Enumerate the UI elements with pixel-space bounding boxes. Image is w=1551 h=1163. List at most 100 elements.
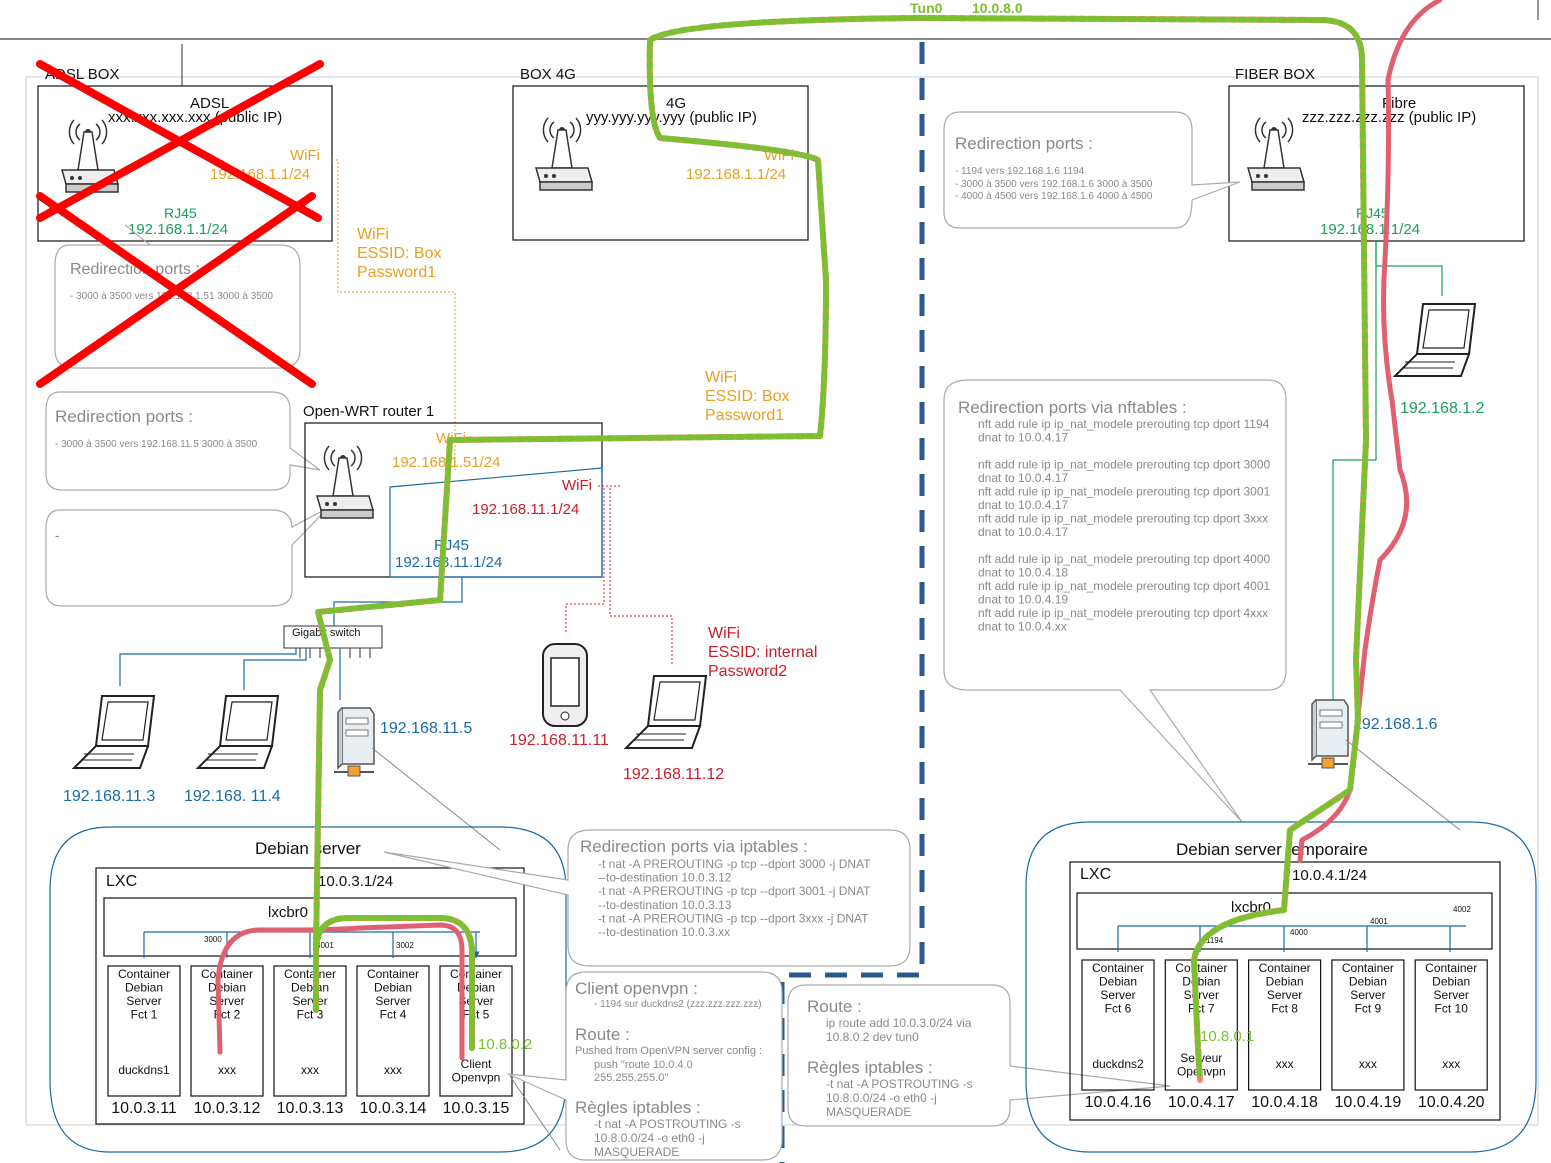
phone-ip: 192.168.11.11 [509,732,609,749]
container-service: xxx [384,1063,402,1077]
container-ip: 10.0.3.14 [360,1100,427,1117]
laptop-icon [1394,303,1476,377]
nftables-rule-line: nft add rule ip ip_nat_modele prerouting… [978,458,1271,472]
server-icon [333,707,375,777]
iptables-rule-line: -t nat -A PREROUTING -p tcp --dport 3xxx… [598,911,869,925]
router-wifi-ap-label: WiFi [562,477,592,494]
container-label: Server [1434,988,1469,1002]
container-label: Container [1425,961,1477,975]
internal-wifi-line3: Password2 [708,663,787,680]
container-label: Container [284,967,336,981]
container-service: xxx [301,1063,319,1077]
laptop-icon [197,695,279,769]
adsl-rj45-label: RJ45 [164,205,197,221]
nftables-rule-line: nft add rule ip ip_nat_modele prerouting… [978,512,1268,526]
container-service: Openvpn [452,1071,501,1085]
laptop-wifi-ip: 192.168.11.12 [623,766,724,783]
router-bubble-text: - 3000 à 3500 vers 192.168.11.5 3000 à 3… [55,439,258,450]
client-bubble-line3: push "route 10.0.4.0 [594,1059,693,1071]
container-label: Fct 3 [297,1008,324,1022]
nftables-rule-line: nft add rule ip ip_nat_modele prerouting… [978,579,1271,593]
nftables-rule-line: nft add rule ip ip_nat_modele prerouting… [978,552,1271,566]
iptables-rule-line: --to-destination 10.0.3.13 [598,898,732,912]
container-label: Debian [291,981,329,995]
container-label: Container [1342,961,1394,975]
box-4g: BOX 4G 4G yyy.yyy.yyy.yyy (public IP) Wi… [512,66,809,241]
iptables-rule-line: -t nat -A PREROUTING -p tcp --dport 3000… [598,857,871,871]
iptables-rule-line: --to-destination 10.0.3.xx [598,925,730,939]
wifi-4g-line1: WiFi [705,369,737,386]
router-rj45-label: RJ45 [434,537,469,554]
container-label: Container [1092,961,1144,975]
openwrt-router: Redirection ports : - 3000 à 3500 vers 1… [45,391,603,607]
server-bubble-line3: -t nat -A POSTROUTING -s [826,1077,973,1091]
container-ip: 10.0.3.13 [277,1100,344,1117]
server-bubble-title2: Règles iptables : [807,1058,933,1077]
container-label: Debian [1182,975,1220,989]
client-bubble-line2: Pushed from OpenVPN server config : [575,1045,762,1057]
left-bridge-label: lxcbr0 [268,904,308,921]
client-bubble-line1: - 1194 sur duckdns2 (zzz.zzz.zzz.zzz) [594,999,762,1010]
fiber-bubble-line1: - 1194 vers 192.168.1.6 1194 [955,166,1085,177]
container-label: Server [375,994,410,1008]
nftables-rule-line: dnat to 10.0.4.17 [978,431,1068,445]
container-label: Container [450,967,502,981]
container-label: Container [1259,961,1311,975]
container-label: Debian [1099,975,1137,989]
router-wifi-ap-ip: 192.168.11.1/24 [472,501,579,518]
wifi-adsl-line2: ESSID: Box [357,245,441,262]
container-label: Debian [1432,975,1470,989]
container-ip: 10.0.4.20 [1418,1094,1485,1111]
container-label: Server [1267,988,1302,1002]
container-label: Debian [1266,975,1304,989]
container-service: xxx [218,1063,236,1077]
iptables-title: Redirection ports via iptables : [580,837,808,856]
fiber-bubble-title: Redirection ports : [955,134,1093,153]
server-icon [1307,699,1349,769]
container-label: Container [201,967,253,981]
client-bubble-title2: Route : [575,1025,630,1044]
container-label: Debian [208,981,246,995]
openvpn-tunnel [313,15,1369,1083]
container-label: Fct 10 [1435,1002,1469,1016]
right-port-1194: 1194 [1206,936,1224,945]
client-bubble-line4: 255.255.255.0" [594,1072,668,1084]
internal-wifi-line2: ESSID: internal [708,644,817,661]
fiber-bubble-line2: - 3000 à 3500 vers 192.168.1.6 3000 à 35… [955,179,1153,190]
container-label: Server [458,994,493,1008]
client-bubble-title3: Règles iptables : [575,1098,701,1117]
container-ip: 10.0.4.16 [1085,1094,1152,1111]
adsl-rj45-ip: 192.168.1.1/24 [128,221,228,238]
server-bubble-line4: 10.8.0.0/24 -o eth0 -j [826,1091,937,1105]
right-debian-server: Debian server temporaire LXC 10.0.4.1/24… [1025,821,1537,1153]
client-bubble-line6: 10.8.0.0/24 -o eth0 -j [594,1131,705,1145]
right-lxc-label: LXC [1080,866,1111,883]
router-bubble-title: Redirection ports : [55,407,193,426]
internal-wifi-line1: WiFi [708,625,740,642]
gigabit-switch: Gigabit switch [283,625,383,658]
container-label: Server [1184,988,1219,1002]
container-label: Debian [1349,975,1387,989]
client-bubble-line7: MASQUERADE [594,1145,679,1159]
router-bubble2-text: - [55,527,60,543]
box-4g-title: BOX 4G [520,66,576,83]
adsl-box: ADSL BOX ADSL xxx.xxx.xxx.xxx (public IP… [36,60,333,388]
wifi-adsl-line1: WiFi [357,226,389,243]
left-debian-server: Debian server LXC 10.0.3.1/24 lxcbr0 300… [49,826,567,1153]
left-vpn-ip: 10.8.0.2 [478,1036,532,1053]
container-label: Server [209,994,244,1008]
adsl-wifi-label: WiFi [290,147,320,164]
nftables-title: Redirection ports via nftables : [958,398,1187,417]
right-port-4000: 4000 [1290,928,1308,937]
left-bridge-ip: 10.0.3.1/24 [318,873,393,890]
fiber-box-title: FIBER BOX [1235,66,1315,83]
right-port-4002: 4002 [1453,905,1471,914]
nftables-rule-line: dnat to 10.0.4.xx [978,620,1067,634]
laptop-icon [73,695,155,769]
iptables-rule-line: -t nat -A PREROUTING -p tcp --dport 3001… [598,884,871,898]
nftables-rule-line: nft add rule ip ip_nat_modele prerouting… [978,417,1270,431]
